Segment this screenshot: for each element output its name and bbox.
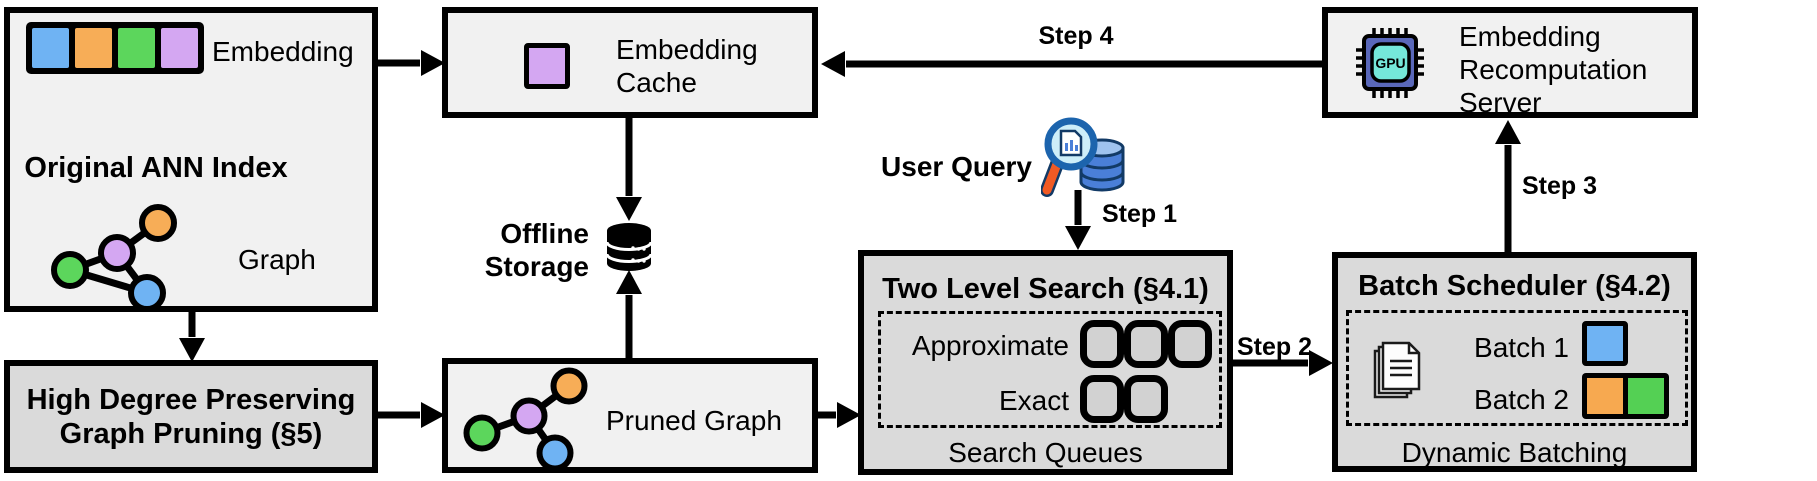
search-queues-dashed-box: Approximate Exact [878,311,1222,428]
dynamic-batching-caption: Dynamic Batching [1401,437,1628,468]
embedding-cell-green [118,28,155,68]
embedding-cell-purple [161,28,198,68]
batch-2-squares [1582,373,1669,419]
step-4-label: Step 4 [1038,22,1114,50]
graph-label: Graph [238,244,316,275]
embedding-cell-blue [32,28,69,68]
step-3-label: Step 3 [1522,172,1598,200]
embedding-strip-icon [26,22,204,74]
batch-2-square-green [1628,378,1664,414]
exact-queue-row [1080,375,1168,423]
pruned-graph-label: Pruned Graph [606,405,782,436]
queue-slot [1124,375,1168,423]
embedding-cache-title: Embedding Cache [616,34,758,98]
batch-2-square-orange [1587,378,1623,414]
user-query-label: User Query [881,151,1032,182]
documents-icon [1373,341,1421,399]
search-queues-caption: Search Queues [948,437,1143,468]
original-ann-index-box: Embedding Original ANN Index Graph [4,7,378,312]
step-1-label: Step 1 [1102,200,1178,228]
gpu-chip-icon: GPU [1356,28,1424,98]
queue-slot [1168,320,1212,368]
high-degree-pruning-box: High Degree Preserving Graph Pruning (§5… [4,360,378,473]
batch-scheduler-title: Batch Scheduler (§4.2) [1358,270,1671,302]
high-degree-pruning-title: High Degree Preserving Graph Pruning (§5… [26,384,356,450]
dynamic-batching-dashed-box: Batch 1 Batch 2 [1346,310,1688,426]
query-magnifier-icon [1041,117,1125,197]
recomputation-server-box: GPU Embedding Recomputation Server [1322,7,1698,118]
batch-1-label: Batch 1 [1474,332,1569,363]
embedding-cache-box: Embedding Cache [442,7,818,118]
queue-slot [1080,375,1124,423]
queue-slot [1124,320,1168,368]
approximate-queue-row [1080,320,1212,368]
approximate-label: Approximate [911,330,1069,361]
pruned-graph-box: Pruned Graph [442,358,818,473]
two-level-search-title: Two Level Search (§4.1) [882,273,1209,305]
queue-slot [1080,320,1124,368]
cache-square-icon [524,43,570,89]
graph-icon [51,204,177,312]
two-level-search-box: Two Level Search (§4.1) Approximate Exac… [858,250,1233,475]
gpu-label: GPU [1375,55,1405,71]
exact-label: Exact [998,385,1069,416]
ann-index-title: Original ANN Index [24,152,288,184]
recomputation-server-title: Embedding Recomputation Server [1459,21,1648,118]
batch-2-label: Batch 2 [1474,384,1569,415]
embedding-label: Embedding [212,36,354,67]
batch-scheduler-box: Batch Scheduler (§4.2) Batch 1 Batch 2 D… [1332,252,1697,472]
database-icon [605,223,653,271]
pruned-graph-icon [463,367,588,472]
offline-storage-label: Offline Storage [484,218,589,282]
step-2-label: Step 2 [1237,333,1313,361]
embedding-cell-orange [75,28,112,68]
batch-1-square-blue [1582,321,1628,366]
